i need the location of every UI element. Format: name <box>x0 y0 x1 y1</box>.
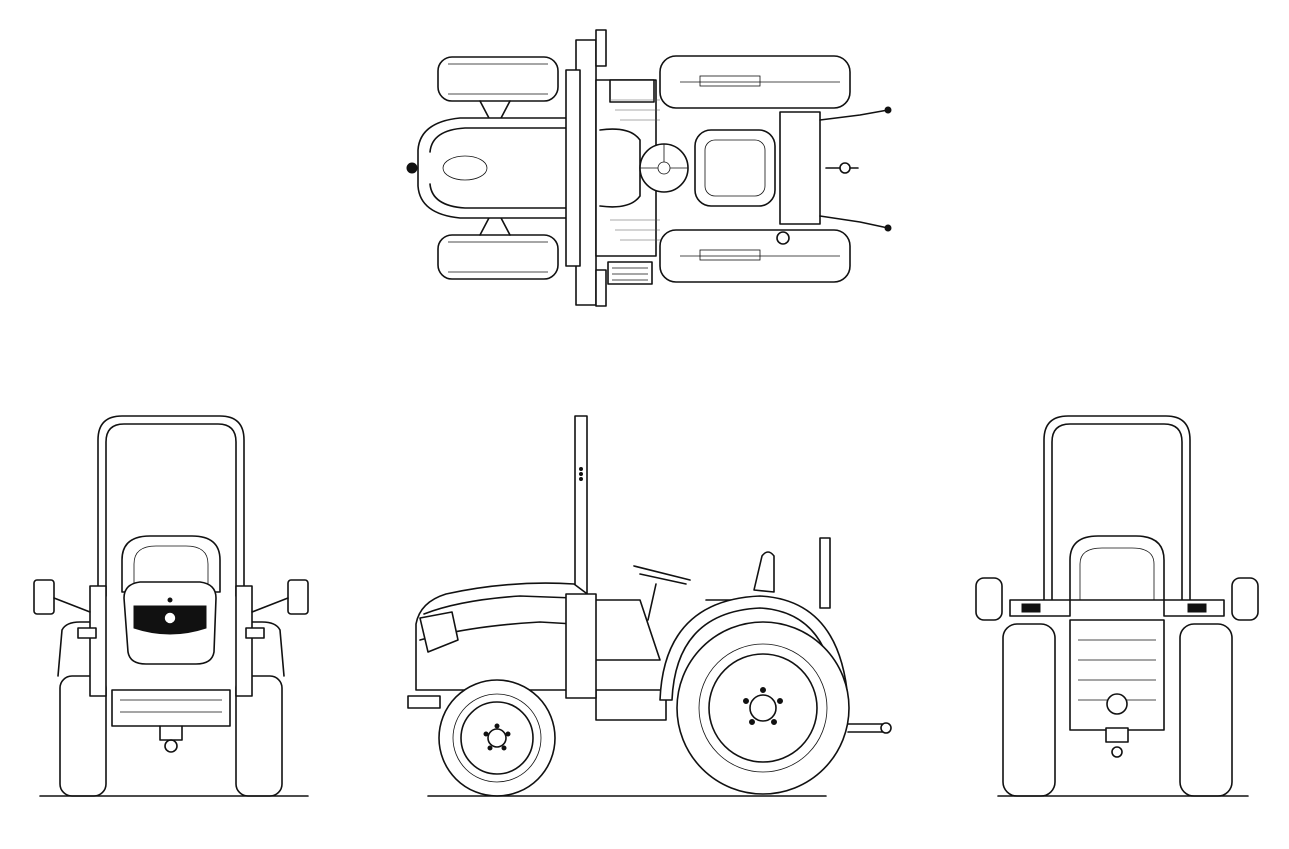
rear-view <box>975 415 1259 797</box>
mirror-right <box>287 579 309 615</box>
seat-side <box>753 551 775 593</box>
rops-front <box>97 415 245 597</box>
front-right-wheel-top <box>437 234 559 280</box>
rops-rear <box>1043 415 1191 601</box>
rear-right-wheel <box>1179 623 1233 797</box>
mirror-left <box>33 579 55 615</box>
loader-arm-right <box>235 585 253 697</box>
front-view <box>33 415 309 797</box>
hood-side <box>415 582 591 691</box>
front-left-wheel-top <box>437 56 559 102</box>
side-view <box>407 415 892 797</box>
top-view <box>406 29 892 307</box>
rear-left-wheel <box>1002 623 1056 797</box>
loader-arm-left <box>89 585 107 697</box>
rops-post-side <box>574 415 588 609</box>
seat-top <box>694 129 776 207</box>
